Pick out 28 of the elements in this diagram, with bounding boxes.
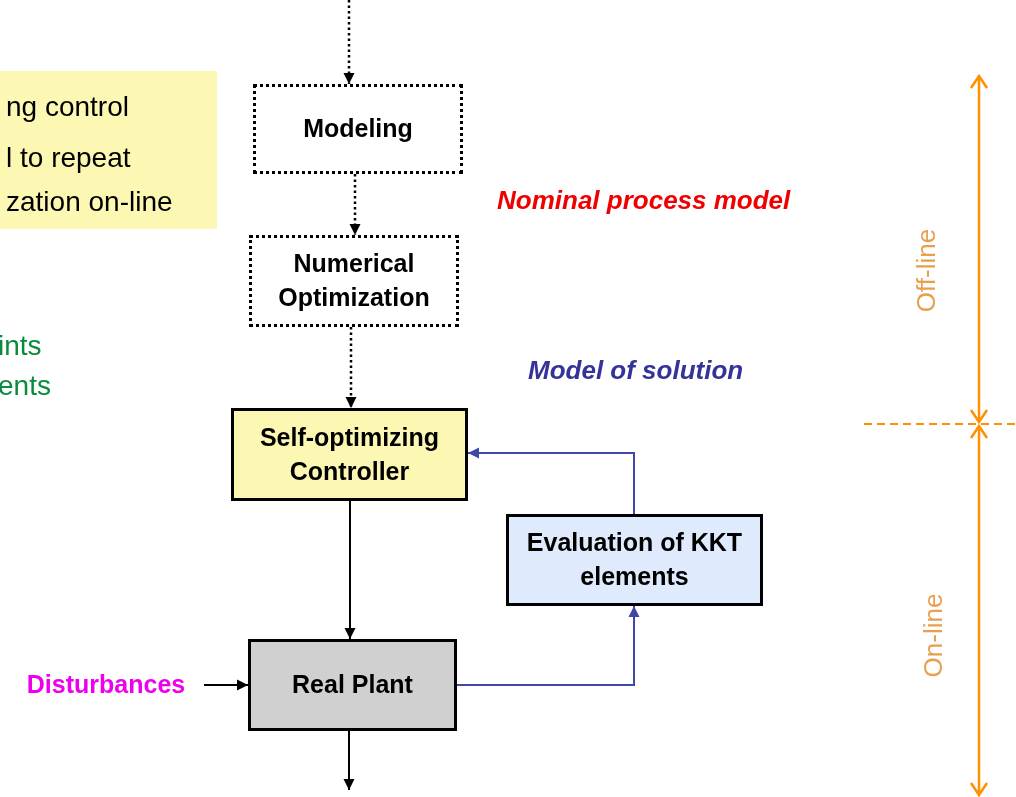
controller-box [231, 408, 468, 501]
arrow [343, 730, 355, 791]
input-label: Disturbances [26, 669, 186, 699]
dotted-arrow [343, 0, 355, 84]
box-label: Self-optimizing Controller [258, 421, 441, 487]
process-box [253, 84, 463, 174]
annotation-text: Model of solution [528, 355, 744, 386]
arrow [203, 679, 249, 691]
note-text: ents [0, 370, 51, 402]
note-text: l to repeat zation on-line [6, 141, 174, 219]
note-box [0, 71, 217, 229]
box-label: Real Plant [292, 669, 413, 701]
process-box [506, 514, 763, 606]
note-text: ng control [6, 90, 130, 124]
dotted-arrow [345, 327, 357, 408]
box-label: Numerical Optimization [277, 248, 431, 313]
process-box [249, 235, 459, 327]
arrow [344, 500, 356, 640]
plant-box [248, 639, 457, 731]
arrow [456, 605, 640, 686]
annotation-text: Nominal process model [497, 185, 791, 216]
arrow [467, 447, 635, 515]
phase-label: Off-line [910, 228, 942, 312]
phase-label: On-line [918, 593, 950, 677]
box-label: Modeling [303, 113, 413, 145]
dotted-arrow [349, 174, 361, 235]
box-label: Evaluation of KKT elements [525, 527, 744, 592]
note-text: ints [0, 330, 42, 362]
